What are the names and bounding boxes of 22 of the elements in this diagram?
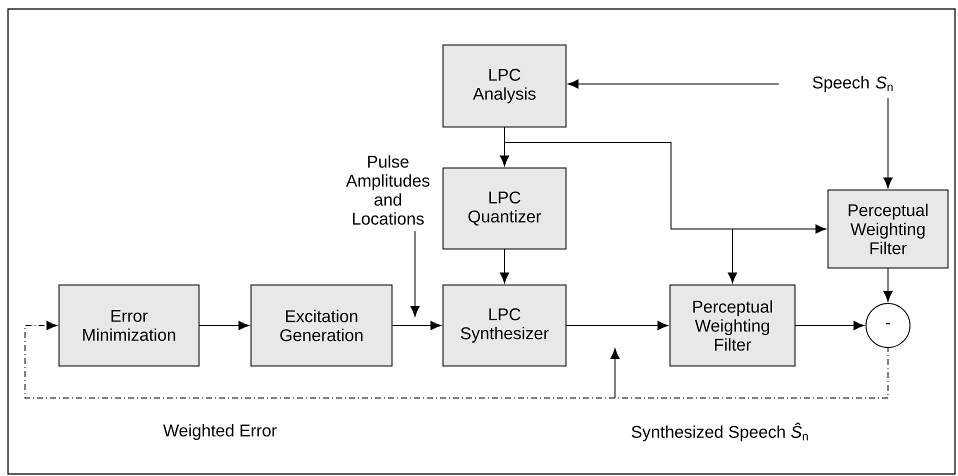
- signal-label: Synthesized Speech Ŝ$_{n}$: [632, 422, 808, 442]
- arrow: [410, 230, 420, 317]
- arrow: [24, 320, 888, 398]
- arrow: [568, 79, 780, 89]
- arrow: [883, 268, 893, 302]
- signal-label: Pulse Amplitudes and Locations: [346, 155, 430, 225]
- arrow: [500, 249, 510, 284]
- process-box: LPC Quantizer: [442, 168, 566, 250]
- process-box: LPC Analysis: [442, 44, 566, 128]
- process-box: Excitation Generation: [250, 284, 392, 366]
- process-box: Perceptual Weighting Filter: [828, 190, 948, 268]
- process-box: LPC Synthesizer: [442, 284, 566, 366]
- arrow: [392, 320, 442, 330]
- arrow: [795, 320, 864, 330]
- arrow: [566, 320, 668, 330]
- signal-label: Weighted Error: [163, 424, 277, 440]
- process-box: Perceptual Weighting Filter: [670, 284, 796, 366]
- summing-junction: -: [866, 303, 910, 348]
- process-box: Error Minimization: [58, 284, 200, 366]
- arrow: [883, 98, 893, 188]
- arrow: [199, 320, 250, 330]
- signal-label: Speech S$_{n}$: [812, 76, 893, 92]
